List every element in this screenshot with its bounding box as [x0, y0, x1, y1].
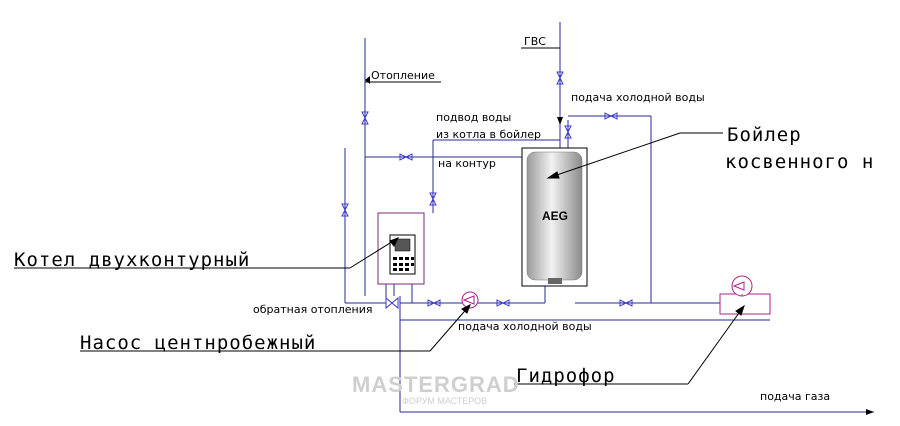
double-circuit-boiler	[377, 212, 425, 285]
pump-arrow-icon	[462, 295, 475, 305]
leader-dual	[349, 237, 399, 269]
pipe-labels: ГВС Отопление подача холодной воды подво…	[253, 35, 830, 403]
hydrophor-tank	[719, 293, 771, 315]
leader-boiler	[547, 132, 681, 179]
centrifugal-pump	[461, 291, 479, 309]
callout-hydrophor: Гидрофор	[516, 365, 616, 387]
label-return-heating: обратная отопления	[253, 303, 373, 316]
valve-boiler-return	[385, 296, 399, 310]
callout-leaders	[14, 47, 745, 385]
valve-circuit-feed	[399, 153, 413, 161]
valve-bottom-2	[496, 299, 510, 307]
label-heating: Отопление	[371, 69, 435, 82]
valve-cold-top	[604, 112, 618, 120]
watermark-sub: ФОРУМ МАСТЕРОВ	[402, 396, 487, 406]
watermark-main: MASTERGRAD	[352, 372, 520, 397]
callout-boiler-line1: Бойлер	[727, 124, 802, 146]
valve-bottom-1	[427, 299, 441, 307]
callout-boiler-line2: косвенного н	[725, 151, 874, 173]
hydrophor-arrow-icon	[732, 281, 745, 291]
valve-heating-supply	[361, 111, 369, 125]
leader-hydro	[687, 305, 745, 385]
label-feed-line2: из котла в бойлер	[436, 128, 541, 141]
boiler-display	[394, 238, 411, 252]
valve-tank-feed	[429, 192, 437, 206]
tank-brand-label: AEG	[542, 209, 568, 223]
valve-cold-inlet	[564, 125, 572, 139]
callout-pump: Насос центнробежный	[80, 332, 316, 354]
label-gas-supply: подача газа	[760, 390, 830, 403]
leader-pump	[429, 304, 471, 352]
leader-hydro-arrow	[735, 304, 745, 316]
label-feed-line1: подвод воды	[436, 111, 511, 124]
leader-pump-arrow	[461, 303, 471, 314]
leader-dual-arrow	[389, 237, 400, 247]
watermark: MASTERGRAD ФОРУМ МАСТЕРОВ	[352, 372, 520, 406]
valves	[341, 71, 633, 310]
indirect-boiler-tank: AEG	[521, 147, 588, 287]
boiler-buttons	[393, 257, 414, 271]
valve-return-riser	[341, 203, 349, 217]
label-to-circuit: на контур	[438, 157, 496, 170]
label-gvs: ГВС	[524, 35, 546, 48]
label-cold-supply-top: подача холодной воды	[571, 91, 705, 104]
label-cold-supply-bottom: подача холодной воды	[458, 320, 592, 333]
leader-boiler-arrow	[546, 171, 560, 179]
valve-hot-water	[556, 71, 564, 85]
callout-dual-boiler: Котел двухконтурный	[14, 249, 250, 271]
hot-water-arrow	[557, 117, 563, 125]
hydrophor-unit	[719, 275, 771, 315]
callout-labels: Бойлер косвенного н Котел двухконтурный …	[14, 124, 874, 387]
gas-flow-arrow	[866, 409, 874, 415]
pipe-network	[344, 22, 874, 413]
valve-bottom-3	[619, 299, 633, 307]
heating-flow-arrow	[365, 76, 370, 84]
tank-base	[548, 278, 562, 284]
